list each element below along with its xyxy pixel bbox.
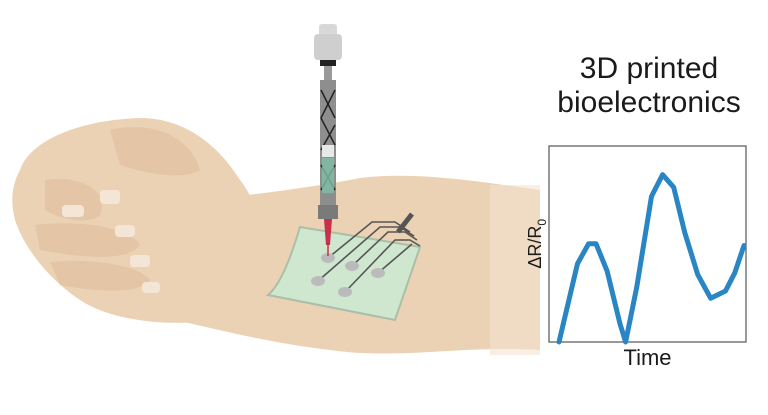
line-chart xyxy=(548,145,747,345)
bioink xyxy=(322,158,334,193)
chart-frame xyxy=(548,145,747,343)
finger-1 xyxy=(45,179,102,221)
barrel-pattern xyxy=(320,89,336,191)
y-axis-label-main: ΔR/R xyxy=(525,225,546,269)
electrode-4 xyxy=(311,276,325,286)
finger-3 xyxy=(50,260,150,291)
figure-title: 3D printed bioelectronics xyxy=(530,52,768,120)
electrode-3 xyxy=(371,268,385,278)
title-line-2: bioelectronics xyxy=(557,86,741,119)
finger-2 xyxy=(35,223,140,257)
fist-illustration xyxy=(12,118,261,323)
electrode-1 xyxy=(321,253,335,263)
nail-1 xyxy=(62,205,84,217)
nozzle-tip xyxy=(324,219,332,245)
bioprinter-syringe xyxy=(314,24,342,256)
syringe-ring xyxy=(320,60,336,66)
patch-substrate xyxy=(265,225,422,322)
connector-lead xyxy=(396,212,414,234)
thumbnail xyxy=(100,190,120,204)
nail-3 xyxy=(130,255,150,267)
chart-series-line xyxy=(556,172,747,345)
thumb xyxy=(110,126,200,176)
y-axis-label-subscript: 0 xyxy=(534,218,549,226)
plunger xyxy=(322,145,334,157)
electrode-5 xyxy=(338,287,352,297)
electrode-patch xyxy=(265,212,422,322)
forearm-fade xyxy=(490,185,540,355)
x-axis-label: Time xyxy=(623,345,672,370)
nail-2 xyxy=(115,225,135,237)
nail-4 xyxy=(142,282,160,293)
syringe-cap-top xyxy=(319,24,337,36)
syringe-cap xyxy=(314,34,342,60)
syringe-neck xyxy=(324,66,332,80)
electrode-2 xyxy=(345,261,359,271)
nozzle-base xyxy=(318,205,338,219)
title-line-1: 3D printed xyxy=(579,52,719,85)
electrodes xyxy=(311,253,385,297)
y-axis-label: ΔR/R0 xyxy=(525,214,549,274)
